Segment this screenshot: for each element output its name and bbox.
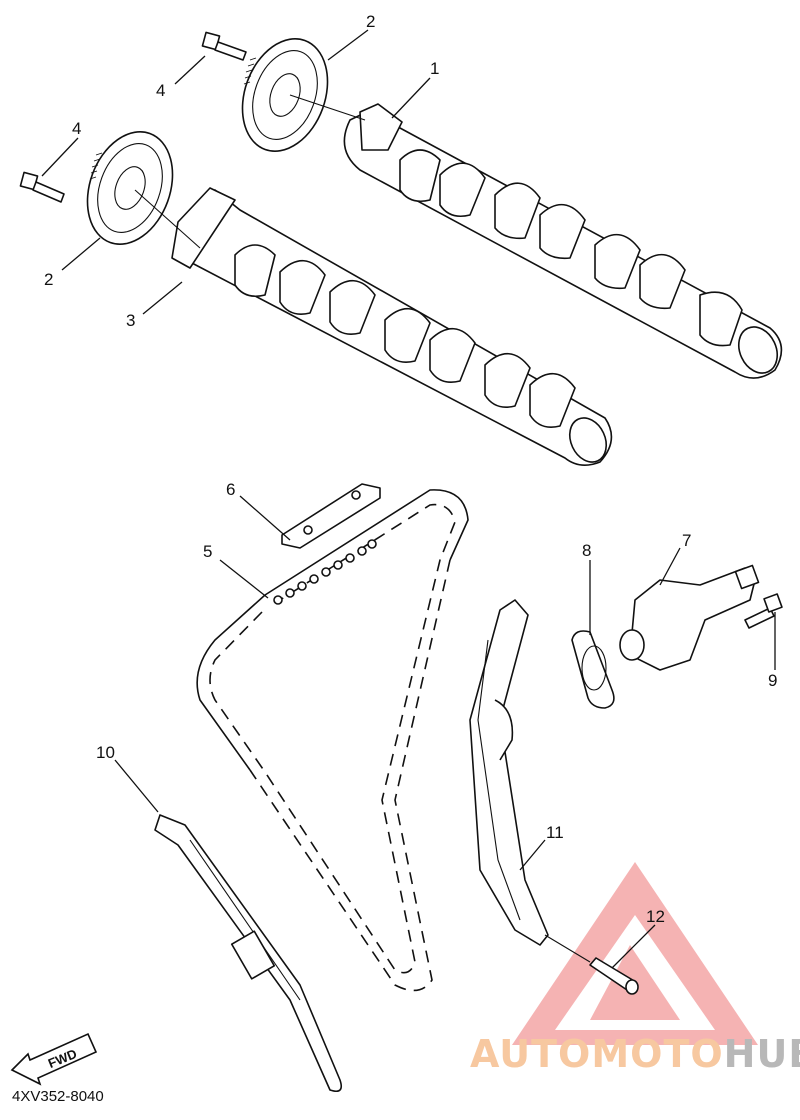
sprocket-teeth-lower bbox=[89, 152, 103, 180]
callout-6: 6 bbox=[226, 480, 235, 499]
watermark-text-part1: AUTOMOTO bbox=[470, 1032, 724, 1076]
callout-7: 7 bbox=[682, 531, 691, 550]
callout-2-upper: 2 bbox=[366, 12, 375, 31]
cam-lobes-exhaust bbox=[399, 149, 743, 347]
camshaft-exhaust bbox=[343, 103, 783, 379]
leader-lines bbox=[41, 29, 776, 969]
callout-3: 3 bbox=[126, 311, 135, 330]
cam-sprocket-lower bbox=[86, 131, 201, 249]
forward-arrow-icon: FWD bbox=[10, 1032, 98, 1086]
callout-2-lower: 2 bbox=[44, 270, 53, 289]
callout-10: 10 bbox=[96, 743, 115, 762]
cam-sprocket-upper bbox=[241, 38, 366, 152]
bolt-upper bbox=[201, 31, 247, 61]
callout-12: 12 bbox=[646, 907, 665, 926]
watermark-triangle bbox=[512, 862, 758, 1045]
bolt-lower bbox=[19, 171, 65, 203]
tensioner-gasket bbox=[571, 630, 615, 709]
callout-8: 8 bbox=[582, 541, 591, 560]
watermark-text-part2: HUB bbox=[723, 1032, 800, 1076]
diagram-code: 4XV352-8040 bbox=[12, 1088, 104, 1105]
cam-lobes-intake bbox=[234, 244, 576, 428]
chain-guide-top bbox=[281, 483, 381, 549]
watermark-logo: AUTOMOTOHUB bbox=[470, 1032, 800, 1076]
callout-5: 5 bbox=[203, 542, 212, 561]
callout-labels: 1 2 2 3 4 4 5 6 7 8 9 10 11 12 bbox=[44, 12, 777, 926]
callout-4-lower: 4 bbox=[72, 119, 81, 138]
chain-links bbox=[273, 539, 377, 605]
camshaft-intake bbox=[171, 187, 613, 466]
chain-guide-front bbox=[469, 599, 549, 946]
sprocket-teeth-upper bbox=[243, 57, 257, 85]
chain-guide-rear bbox=[154, 814, 343, 1093]
callout-4-upper: 4 bbox=[156, 81, 165, 100]
guide-pin bbox=[544, 934, 639, 995]
callout-11: 11 bbox=[546, 823, 564, 842]
timing-chain bbox=[196, 489, 469, 992]
callout-9: 9 bbox=[768, 671, 777, 690]
chain-tensioner bbox=[619, 564, 760, 671]
callout-1: 1 bbox=[430, 59, 439, 78]
tensioner-bolt bbox=[744, 593, 783, 629]
